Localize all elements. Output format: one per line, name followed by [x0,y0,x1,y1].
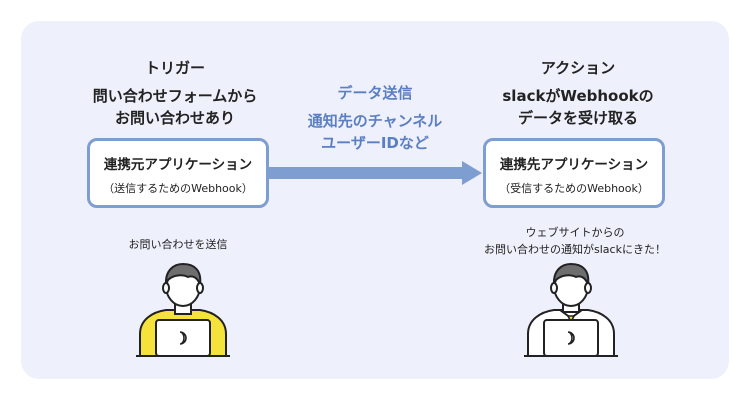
action-line1: slackがWebhookの [502,87,654,105]
user-white-shirt-tie-icon [524,262,618,357]
action-heading: アクション slackがWebhookの データを受け取る [473,57,683,129]
target-app-subtitle: （受信するためのWebhook） [499,182,649,195]
trigger-line2: お問い合わせあり [114,109,235,127]
arrow-label-line2: 通知先のチャンネル [307,112,443,130]
user-yellow-shirt-icon [136,262,230,357]
arrow-label: データ送信 通知先のチャンネル ユーザーIDなど [290,82,460,154]
action-title: アクション [540,59,616,77]
arrow-label-line1: データ送信 [337,84,413,102]
source-app-box: 連携元アプリケーション （送信するためのWebhook） [87,138,269,208]
action-line2: データを受け取る [517,109,638,127]
target-app-box: 連携先アプリケーション （受信するためのWebhook） [483,138,665,208]
trigger-heading: トリガー 問い合わせフォームから お問い合わせあり [70,57,280,129]
source-app-subtitle: （送信するためのWebhook） [103,182,253,195]
arrow-label-line3: ユーザーIDなど [321,134,429,152]
trigger-title: トリガー [144,59,205,77]
right-note: ウェブサイトからの お問い合わせの通知がslackにきた！ [470,224,680,258]
right-note-line2: お問い合わせの通知がslackにきた！ [484,243,666,256]
left-note: お問い合わせを送信 [90,236,266,253]
source-app-title: 連携元アプリケーション [103,157,253,173]
target-app-title: 連携先アプリケーション [499,157,649,173]
right-note-line1: ウェブサイトからの [525,226,625,239]
trigger-line1: 問い合わせフォームから [92,87,258,105]
left-note-text: お問い合わせを送信 [128,238,228,251]
data-flow-arrow [268,161,482,185]
